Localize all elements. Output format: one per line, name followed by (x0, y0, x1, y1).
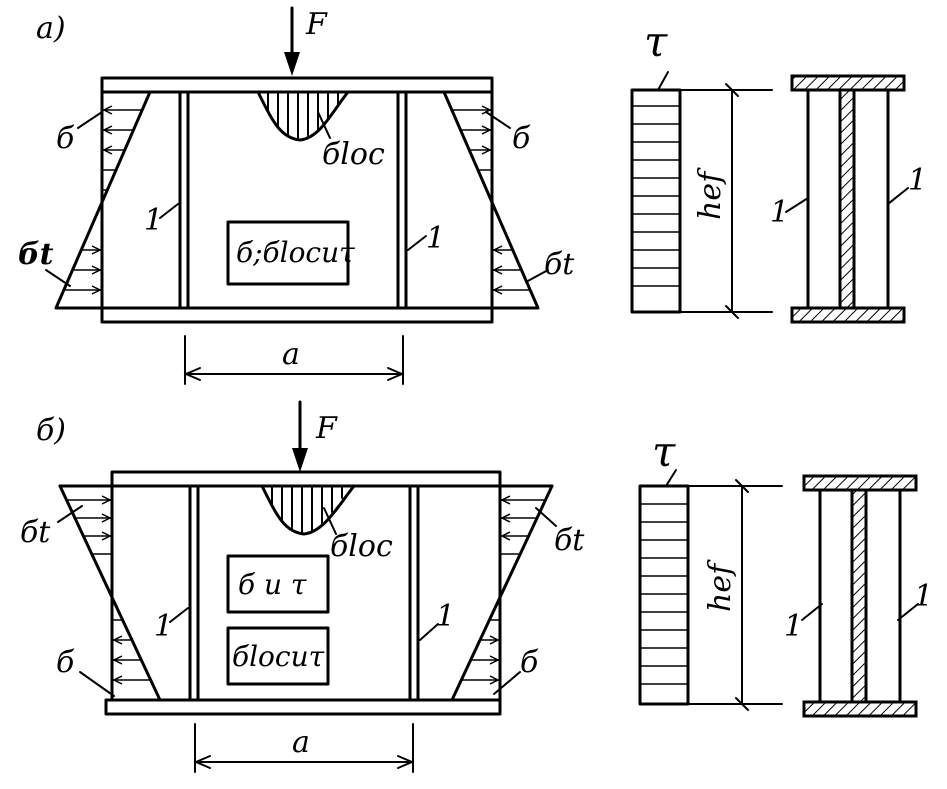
local-stress-diagram-a (256, 90, 350, 142)
normal-stress-left-a (54, 90, 152, 310)
stress-box-1-b (226, 554, 330, 614)
sigma-t-label-left-a: бt (18, 237, 54, 272)
hef-label-a: hef (693, 167, 728, 220)
stress-box-1-label-b: б и τ (238, 568, 307, 601)
stiffener-num-left-b: 1 (154, 609, 173, 644)
stress-box-a (226, 220, 350, 286)
sigma-label-right-b: б (520, 645, 539, 680)
sigma-loc-label-a: бloc (322, 137, 385, 172)
force-arrow-a: F (284, 6, 328, 76)
bottom-flange-b (104, 698, 502, 716)
shear-diagram-b (638, 484, 690, 706)
stress-box-2-b (226, 626, 330, 686)
stiffener-num-left-a: 1 (144, 203, 163, 238)
tau-label-a: τ (644, 17, 668, 66)
section-stiffener-right-a: 1 (908, 163, 927, 198)
stiffener-num-right-b: 1 (436, 599, 455, 634)
top-flange-b (110, 470, 502, 488)
section-stiffener-right-b: 1 (914, 579, 933, 614)
spacing-label-b: a (292, 725, 310, 760)
panel-b: б) F (20, 400, 933, 773)
section-stiffener-left-a: 1 (770, 195, 789, 230)
stress-box-2-label-b: бlocиτ (232, 640, 325, 673)
stiffener-num-right-a: 1 (426, 221, 445, 256)
panel-a: а) F (18, 6, 927, 385)
stiffener-left-b (188, 484, 200, 702)
stress-box-label-a: б;бlocиτ (236, 236, 355, 269)
top-flange-a (100, 76, 494, 94)
force-arrow-b: F (292, 400, 338, 472)
spacing-dimension-a: a (183, 335, 405, 385)
bottom-flange-a (100, 306, 494, 324)
hef-label-b: hef (703, 559, 738, 612)
stiffener-left-a (178, 90, 190, 310)
tau-label-b: τ (652, 427, 676, 476)
sigma-label-left-a: б (56, 121, 75, 156)
normal-stress-right-a (442, 90, 540, 310)
sigma-t-label-right-b: бt (554, 523, 585, 558)
normal-stress-left-b (58, 484, 162, 702)
sigma-loc-label-b: бloc (330, 529, 393, 564)
sigma-label-right-a: б (512, 121, 531, 156)
panel-a-tag: а) (36, 11, 66, 46)
section-view-b: τ hef 1 (638, 427, 933, 718)
spacing-dimension-b: a (193, 723, 415, 773)
stiffener-right-a (396, 90, 408, 310)
shear-diagram-a (630, 88, 682, 314)
section-stiffener-left-b: 1 (784, 609, 803, 644)
sigma-label-left-b: б (56, 645, 75, 680)
section-view-a: τ hef 1 (630, 17, 927, 324)
panel-b-tag: б) (36, 413, 66, 448)
sigma-t-label-right-a: бt (544, 247, 575, 282)
normal-stress-right-b (450, 484, 554, 702)
force-label-a: F (305, 7, 328, 42)
spacing-label-a: a (282, 337, 300, 372)
stiffener-right-b (408, 484, 420, 702)
sigma-t-label-left-b: бt (20, 515, 51, 550)
force-label-b: F (315, 411, 338, 446)
local-stress-diagram-b (260, 484, 356, 536)
